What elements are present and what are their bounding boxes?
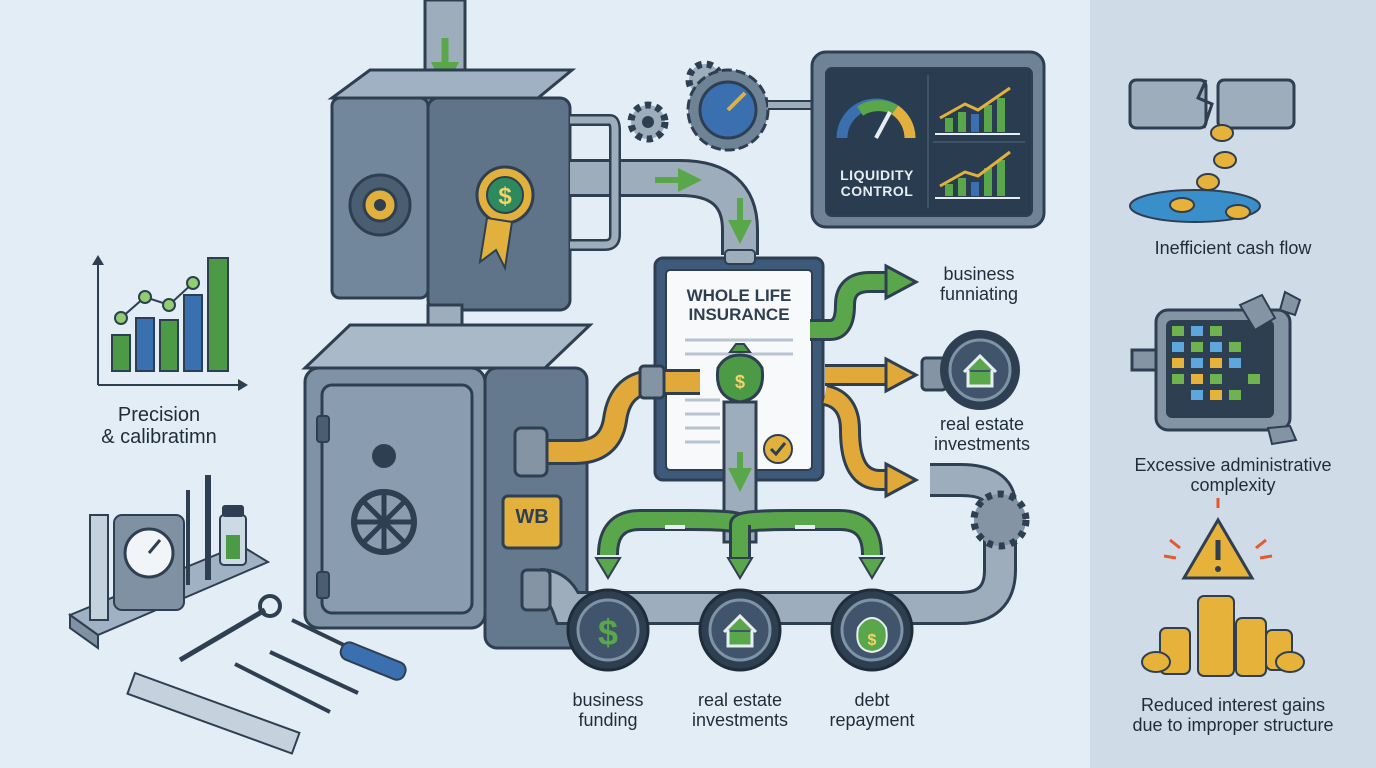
- svg-text:$: $: [735, 372, 745, 392]
- node-label-real-estate: real estate investments: [691, 690, 789, 731]
- gold-inflow-pipe: [513, 364, 700, 478]
- risk-label-interest: Reduced interest gains due to improper s…: [1132, 695, 1334, 736]
- node-business-funding: $: [566, 588, 650, 672]
- document-title: WHOLE LIFE INSURANCE: [686, 286, 792, 325]
- output-label-business: business funniating: [939, 264, 1019, 305]
- calibration-tools-icon: [67, 475, 407, 755]
- node-real-estate: [698, 588, 782, 672]
- real-estate-node-icon: [920, 330, 1020, 410]
- output-label-real-estate: real estate investments: [933, 414, 1031, 455]
- bottom-manifold-pipe: [520, 463, 1030, 625]
- money-bag-icon: $: [715, 343, 765, 404]
- node-debt-repayment: $: [830, 588, 914, 672]
- upper-machine: $: [327, 68, 577, 312]
- distribution-pipe: [594, 400, 886, 580]
- precision-chart-icon: [92, 255, 248, 391]
- svg-text:$: $: [868, 632, 877, 649]
- risk-label-complexity: Excessive administrative complexity: [1134, 455, 1332, 496]
- gray-feed-pipe: [570, 114, 759, 255]
- precision-label: Precision & calibratimn: [101, 404, 217, 449]
- broken-pipe-icon: [1128, 78, 1296, 223]
- node-label-debt-repayment: debt repayment: [829, 690, 915, 731]
- liquidity-dashboard: [810, 50, 1046, 229]
- warning-coins-icon: [1141, 498, 1305, 677]
- safe-badge: WB: [515, 506, 549, 528]
- svg-text:$: $: [498, 183, 512, 210]
- svg-text:$: $: [598, 612, 618, 653]
- node-label-business-funding: business funding: [572, 690, 644, 731]
- risk-label-cash-flow: Inefficient cash flow: [1154, 238, 1312, 258]
- crumbling-grid-icon: [1130, 290, 1302, 446]
- output-arrows: [810, 263, 920, 499]
- gauge-icon: [686, 68, 815, 152]
- dashboard-title: LIQUIDITY CONTROL: [840, 167, 914, 199]
